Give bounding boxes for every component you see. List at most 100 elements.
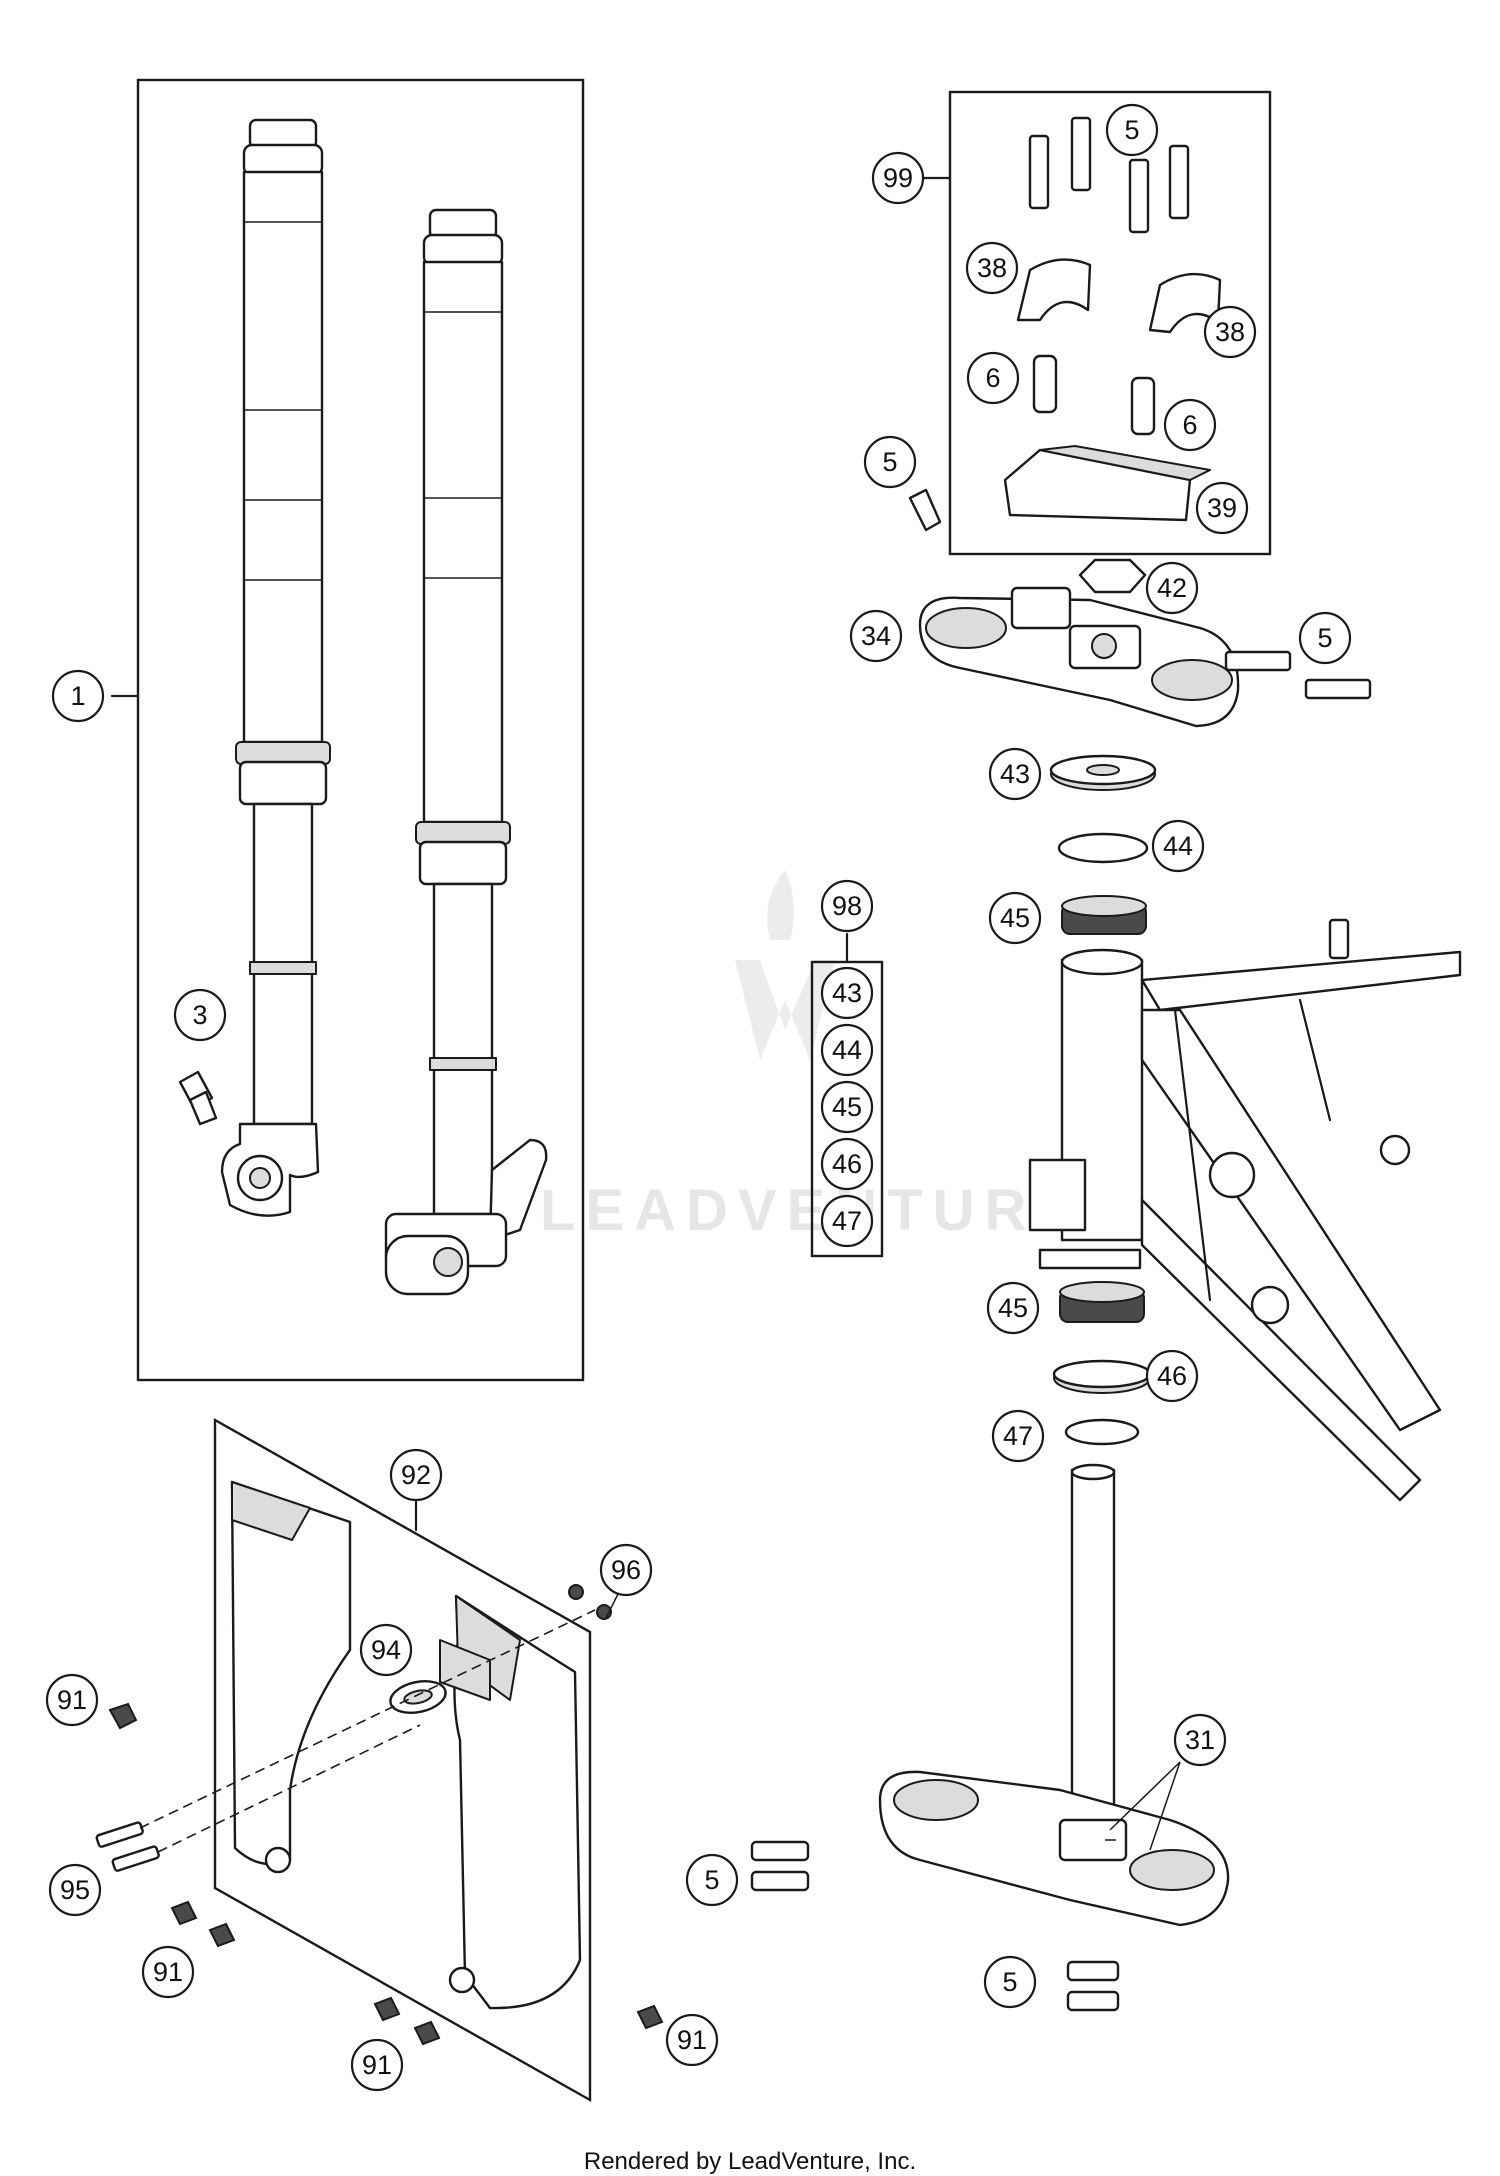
callout-44-label: 44	[1163, 831, 1193, 861]
callout-43-label: 43	[1000, 759, 1030, 789]
kit-item-43[interactable]: 43	[820, 966, 874, 1020]
callout-31-label: 31	[1185, 1725, 1215, 1755]
guard-bolts-95	[95, 1609, 596, 1872]
callout-44[interactable]: 44	[1151, 819, 1205, 873]
callout-94-label: 94	[371, 1635, 401, 1665]
callout-45-upper[interactable]: 45	[988, 891, 1042, 945]
callout-6-right-label: 6	[1182, 410, 1197, 440]
callout-98[interactable]: 98	[820, 879, 874, 933]
bolts-5-right	[1224, 650, 1372, 700]
callout-34-label: 34	[861, 621, 891, 651]
kit-box-98	[810, 932, 884, 1258]
kit-item-44[interactable]: 44	[820, 1023, 874, 1077]
watermark-text: LEADVENTURE	[540, 1178, 1085, 1243]
fork-assembly-box	[110, 78, 585, 1382]
bolt-5-left	[908, 488, 942, 532]
callout-38-left-label: 38	[977, 253, 1007, 283]
callout-91-bottom-label: 91	[362, 2050, 392, 2080]
clamp-bolts-6	[1032, 354, 1156, 436]
callout-1-label: 1	[70, 681, 85, 711]
clamp-caps-38	[1016, 258, 1222, 334]
footer-credit: Rendered by LeadVenture, Inc.	[583, 2148, 917, 2175]
kit-item-46[interactable]: 46	[820, 1137, 874, 1191]
callout-31[interactable]: 31	[1173, 1713, 1227, 1767]
callout-5-stem-left[interactable]: 5	[685, 1853, 739, 1907]
callout-45-lower[interactable]: 45	[986, 1281, 1040, 1335]
callout-5-right[interactable]: 5	[1298, 611, 1352, 665]
callout-43[interactable]: 43	[988, 747, 1042, 801]
callout-42[interactable]: 42	[1145, 561, 1199, 615]
callout-5-stem-right-label: 5	[1002, 1967, 1017, 1997]
seal-46	[1052, 1359, 1152, 1394]
callout-94[interactable]: 94	[359, 1623, 413, 1677]
bearing-45-upper	[1061, 895, 1147, 935]
callout-5-top-label: 5	[1124, 115, 1139, 145]
kit-item-47[interactable]: 47	[820, 1194, 874, 1248]
bearing-45-lower	[1059, 1281, 1145, 1323]
kit-item-47-label: 47	[832, 1206, 862, 1236]
callout-6-left[interactable]: 6	[966, 351, 1020, 405]
callout-96-label: 96	[611, 1555, 641, 1585]
callout-91-right[interactable]: 91	[665, 2013, 719, 2067]
steering-stem-31	[878, 1463, 1230, 1927]
callout-3-label: 3	[192, 1000, 207, 1030]
callout-5-right-label: 5	[1317, 623, 1332, 653]
callout-39-label: 39	[1207, 493, 1237, 523]
callout-38-left[interactable]: 38	[965, 241, 1019, 295]
callout-92-label: 92	[401, 1460, 431, 1490]
callout-96[interactable]: 96	[599, 1543, 653, 1597]
clamp-base-39	[1003, 445, 1211, 522]
o-ring-47	[1064, 1418, 1140, 1446]
callout-91-left[interactable]: 91	[45, 1673, 99, 1727]
clamp-bolts-5	[1028, 116, 1190, 234]
callout-46[interactable]: 46	[1145, 1349, 1199, 1403]
callout-42-label: 42	[1157, 573, 1187, 603]
callout-47[interactable]: 47	[991, 1409, 1045, 1463]
kit-item-44-label: 44	[832, 1035, 862, 1065]
callout-91-right-label: 91	[677, 2025, 707, 2055]
handlebar-clamp-box	[920, 90, 1272, 556]
callout-38-right-label: 38	[1215, 317, 1245, 347]
callout-34[interactable]: 34	[849, 609, 903, 663]
callout-1[interactable]: 1	[51, 669, 105, 723]
o-ring-44	[1057, 832, 1149, 864]
callout-99[interactable]: 99	[871, 151, 925, 205]
guard-screws-91	[108, 1702, 664, 2046]
callout-45-lower-label: 45	[998, 1293, 1028, 1323]
callout-39[interactable]: 39	[1195, 481, 1249, 535]
bolts-5-lower	[750, 1840, 1120, 2012]
left-fork-guard	[230, 1480, 352, 1874]
callout-45-upper-label: 45	[1000, 903, 1030, 933]
fork-guard-panel	[213, 1417, 592, 2103]
upper-triple-clamp-34	[918, 586, 1240, 728]
bolt-3	[178, 1070, 218, 1126]
callout-3[interactable]: 3	[173, 988, 227, 1042]
callout-91-mid-left[interactable]: 91	[141, 1945, 195, 1999]
callout-6-left-label: 6	[985, 363, 1000, 393]
kit-item-43-label: 43	[832, 978, 862, 1008]
callout-92[interactable]: 92	[389, 1448, 443, 1502]
callout-5-stem-right[interactable]: 5	[983, 1955, 1037, 2009]
guard-clip-94	[389, 1680, 447, 1714]
callout-5-top[interactable]: 5	[1105, 103, 1159, 157]
kit-item-45[interactable]: 45	[820, 1080, 874, 1134]
callout-38-right[interactable]: 38	[1203, 305, 1257, 359]
left-fork-leg	[220, 118, 331, 1217]
callout-47-label: 47	[1003, 1421, 1033, 1451]
callout-91-left-label: 91	[57, 1685, 87, 1715]
callout-99-label: 99	[883, 163, 913, 193]
kit-item-45-label: 45	[832, 1092, 862, 1122]
callout-91-bottom[interactable]: 91	[350, 2038, 404, 2092]
callout-95[interactable]: 95	[48, 1863, 102, 1917]
right-fork-leg	[384, 208, 548, 1296]
callout-6-right[interactable]: 6	[1163, 398, 1217, 452]
callout-5-left[interactable]: 5	[863, 435, 917, 489]
nuts-96	[568, 1584, 612, 1620]
callout-5-stem-left-label: 5	[704, 1865, 719, 1895]
frame-headtube	[1028, 918, 1462, 1502]
callout-98-label: 98	[832, 891, 862, 921]
dust-seal-43	[1049, 754, 1157, 791]
nut-42	[1078, 558, 1147, 594]
callout-5-left-label: 5	[882, 447, 897, 477]
right-fork-guard	[439, 1594, 582, 2010]
